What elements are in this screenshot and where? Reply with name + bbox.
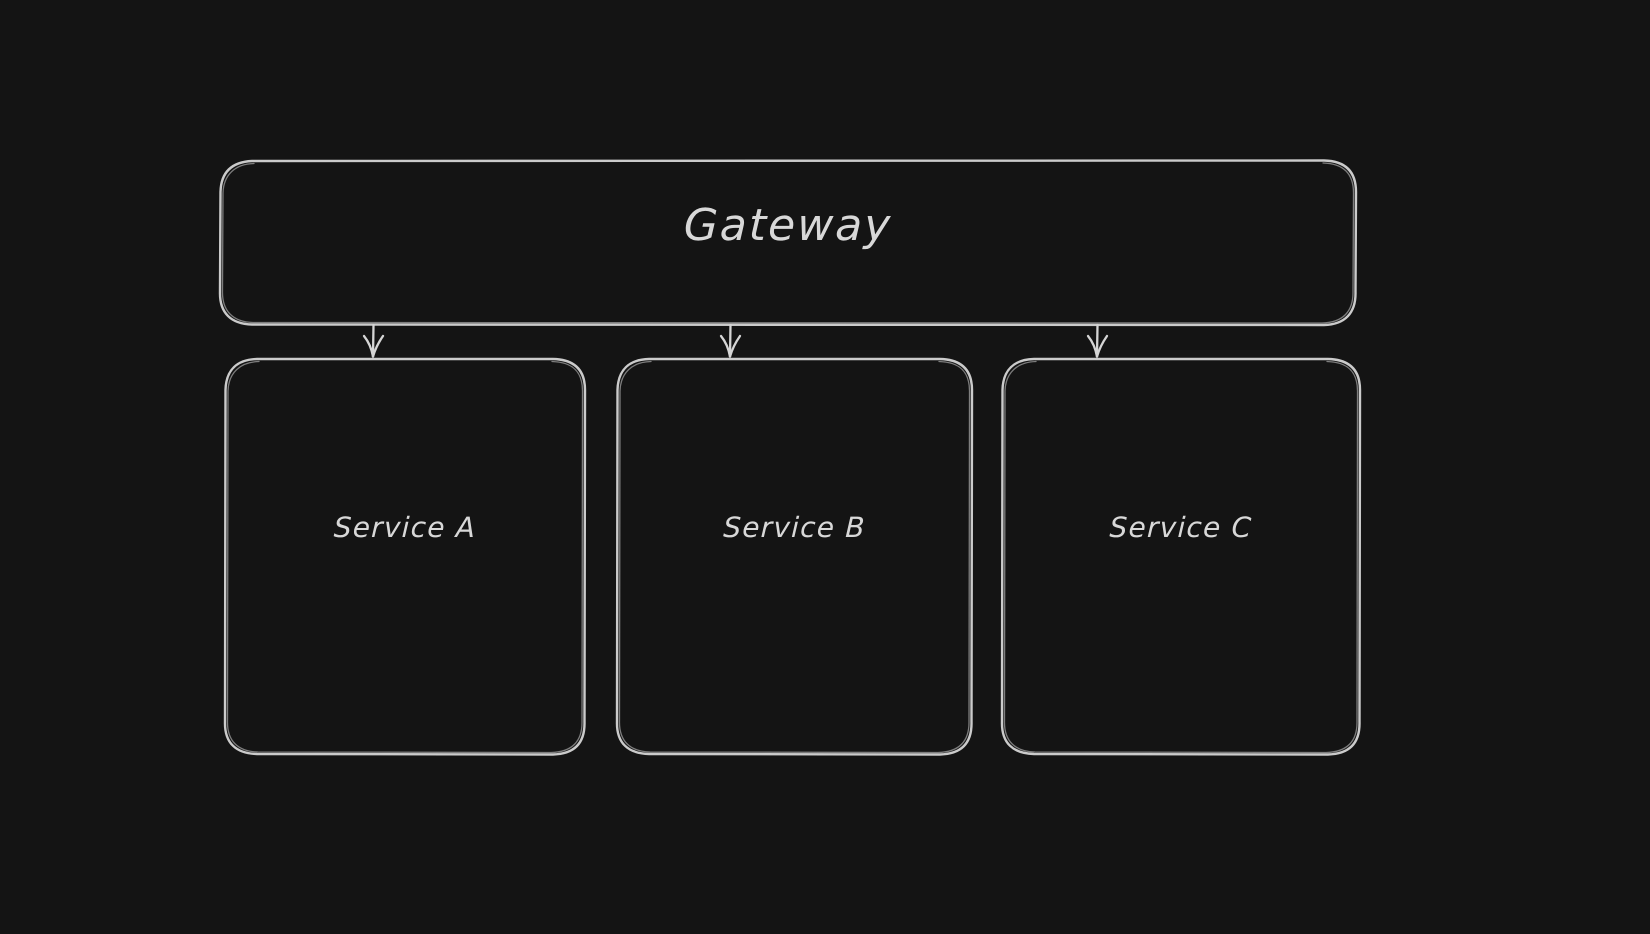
edge-gateway-to-service-b[interactable] [719,323,742,358]
service-b-node-label: Service B [722,511,867,544]
edge-gateway-to-service-c[interactable] [1086,323,1109,358]
gateway-node-label: Gateway [682,200,894,251]
service-a-node-label: Service A [333,511,477,544]
service-a-node-shape[interactable] [223,357,587,756]
service-c-node-label: Service C [1109,511,1253,544]
gateway-node-shape[interactable] [218,159,1358,327]
service-b-node-shape[interactable] [615,357,974,756]
edge-gateway-to-service-a[interactable] [362,323,385,358]
service-c-node-shape[interactable] [1000,357,1362,756]
